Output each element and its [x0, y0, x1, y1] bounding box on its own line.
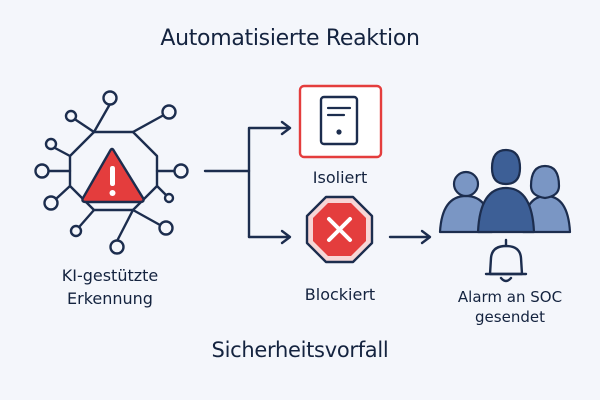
- bell-icon: [484, 238, 528, 283]
- alarm-label-line1: Alarm an SOC: [457, 288, 563, 306]
- page-title: Automatisierte Reaktion: [160, 26, 420, 51]
- blocked-stop-icon: [305, 195, 374, 264]
- network-nodes: [34, 90, 189, 255]
- isolated-label: Isoliert: [312, 168, 368, 187]
- warning-triangle-icon: [81, 147, 145, 204]
- soc-team-icon: [438, 148, 572, 234]
- alarm-label-line2: gesendet: [475, 308, 545, 326]
- detection-network-icon: [34, 90, 189, 255]
- detection-label-line2: Erkennung: [67, 289, 153, 308]
- blocked-label: Blockiert: [304, 285, 376, 304]
- footer-caption: Sicherheitsvorfall: [211, 338, 389, 362]
- isolated-server-icon: [298, 84, 383, 159]
- branch-arrows: [203, 120, 432, 245]
- detection-label-line1: KI-gestützte: [61, 266, 159, 285]
